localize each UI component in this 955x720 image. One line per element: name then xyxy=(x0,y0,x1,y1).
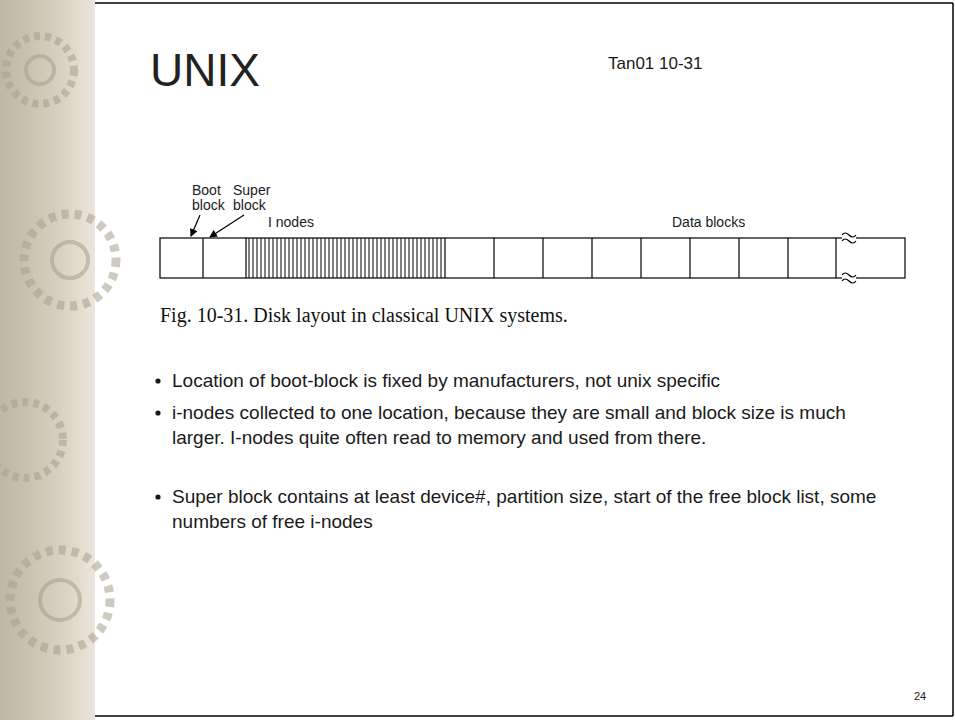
hatch-line xyxy=(317,238,318,278)
hatch-line xyxy=(345,238,346,278)
region-label: I nodes xyxy=(268,214,314,230)
hatch-line xyxy=(437,238,438,278)
hatch-line xyxy=(369,238,370,278)
hatch-line xyxy=(401,238,402,278)
hatch-line xyxy=(293,238,294,278)
hatch-line xyxy=(413,238,414,278)
hatch-line xyxy=(357,238,358,278)
hatch-line xyxy=(285,238,286,278)
hatch-line xyxy=(341,238,342,278)
slide-title: UNIX xyxy=(150,44,260,96)
hatch-line xyxy=(309,238,310,278)
region-label: Data blocks xyxy=(672,214,745,230)
bullet-text: Location of boot-block is fixed by manuf… xyxy=(172,368,887,393)
block-label: Super block xyxy=(233,183,273,213)
hatch-line xyxy=(361,238,362,278)
hatch-line xyxy=(389,238,390,278)
hatch-line xyxy=(269,238,270,278)
hatch-line xyxy=(349,238,350,278)
inode-hatching xyxy=(249,238,441,278)
break-mark xyxy=(842,230,856,286)
gear-decoration xyxy=(0,36,116,650)
hatch-line xyxy=(385,238,386,278)
bullet-text: i-nodes collected to one location, becau… xyxy=(172,400,887,450)
bullet-text: Super block contains at least device#, p… xyxy=(172,484,887,534)
hatch-line xyxy=(301,238,302,278)
hatch-line xyxy=(337,238,338,278)
hatch-line xyxy=(397,238,398,278)
bullet-dot xyxy=(155,378,160,499)
hatch-line xyxy=(249,238,250,278)
hatch-line xyxy=(421,238,422,278)
disk-layout xyxy=(160,238,905,278)
hatch-line xyxy=(281,238,282,278)
hatch-line xyxy=(277,238,278,278)
hatch-line xyxy=(261,238,262,278)
hatch-line xyxy=(257,238,258,278)
hatch-line xyxy=(381,238,382,278)
hatch-line xyxy=(405,238,406,278)
hatch-line xyxy=(305,238,306,278)
hatch-line xyxy=(353,238,354,278)
hatch-line xyxy=(273,238,274,278)
hatch-line xyxy=(429,238,430,278)
figure-reference: Tan01 10-31 xyxy=(608,54,703,74)
hatch-line xyxy=(253,238,254,278)
hatch-line xyxy=(325,238,326,278)
hatch-line xyxy=(313,238,314,278)
figure-caption: Fig. 10-31. Disk layout in classical UNI… xyxy=(160,303,568,327)
hatch-line xyxy=(265,238,266,278)
hatch-line xyxy=(289,238,290,278)
hatch-line xyxy=(373,238,374,278)
slide-frame xyxy=(95,3,953,716)
hatch-line xyxy=(365,238,366,278)
hatch-line xyxy=(377,238,378,278)
hatch-line xyxy=(433,238,434,278)
leader-arrow xyxy=(191,215,244,237)
hatch-line xyxy=(329,238,330,278)
hatch-line xyxy=(333,238,334,278)
hatch-line xyxy=(425,238,426,278)
page-number: 24 xyxy=(914,690,926,703)
hatch-line xyxy=(409,238,410,278)
block-label: Boot block xyxy=(192,183,230,213)
hatch-line xyxy=(441,238,442,278)
hatch-line xyxy=(321,238,322,278)
hatch-line xyxy=(393,238,394,278)
hatch-line xyxy=(417,238,418,278)
hatch-line xyxy=(297,238,298,278)
